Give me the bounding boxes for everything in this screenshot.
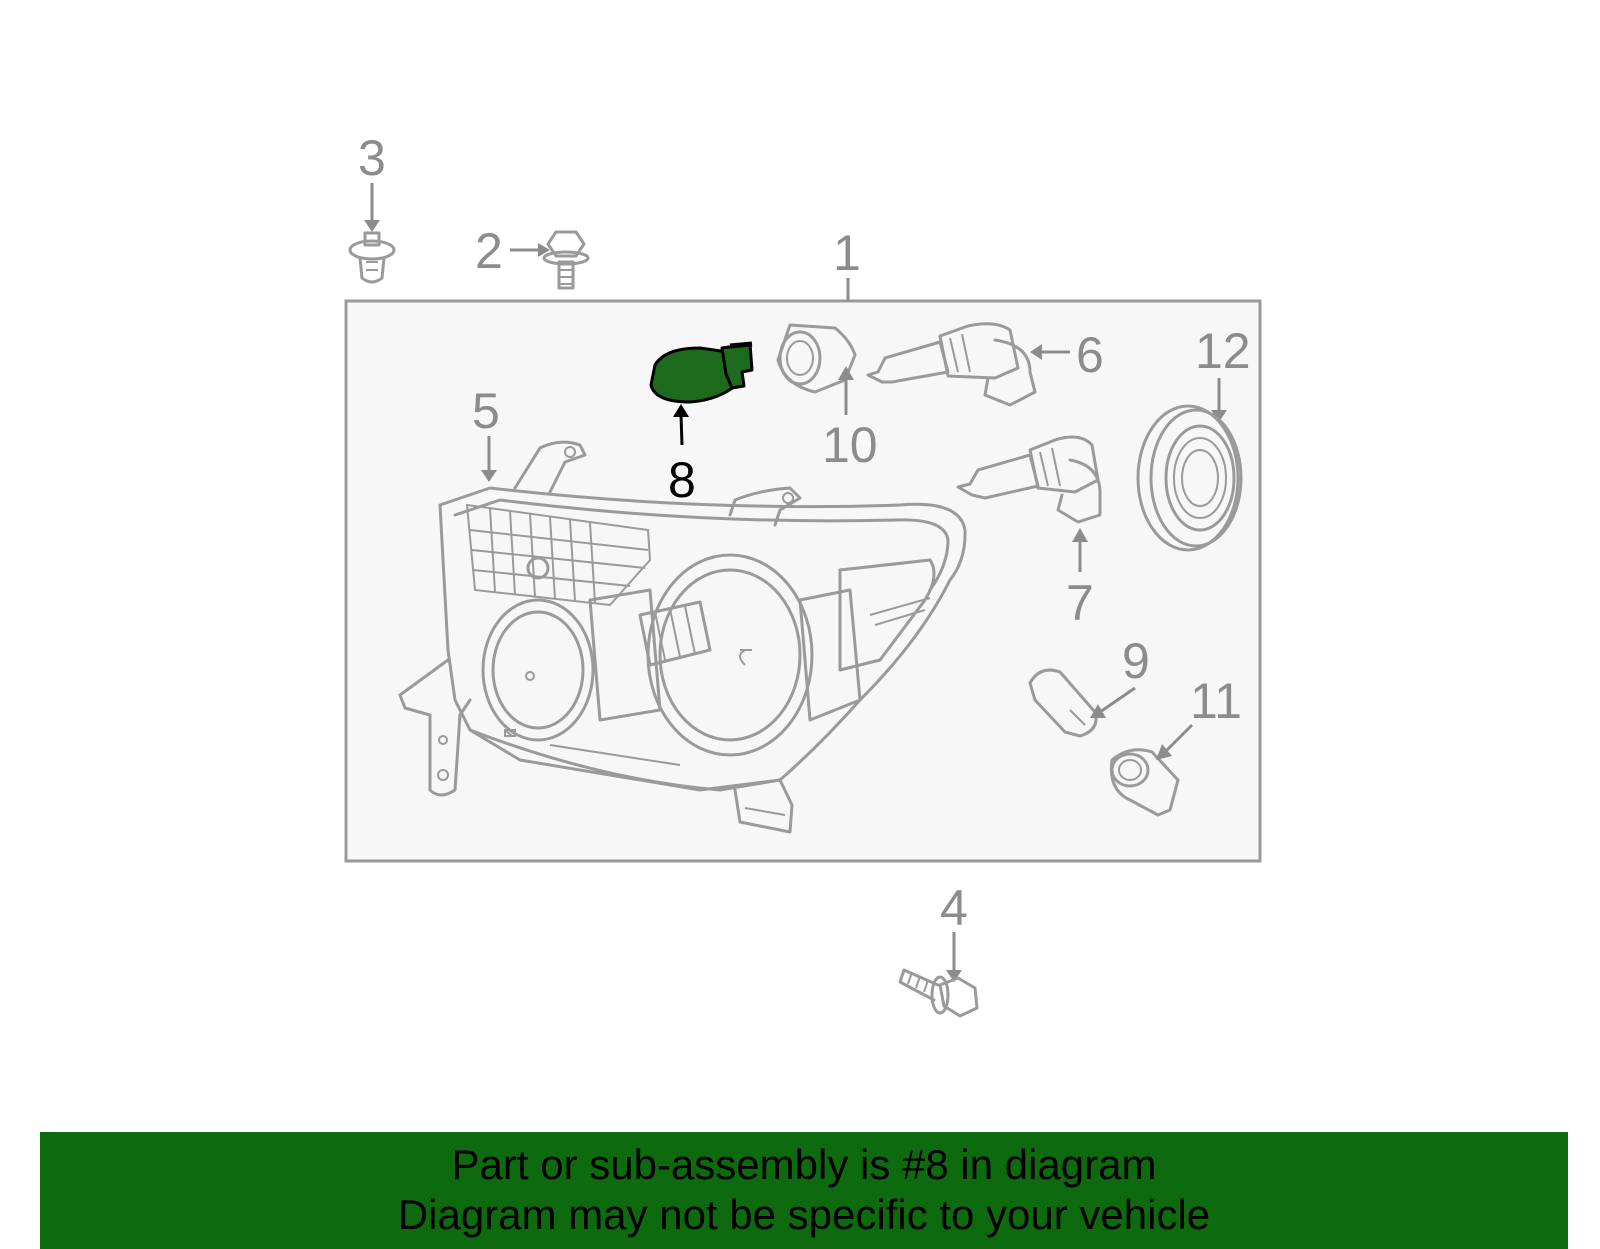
part-4-bolt[interactable]: 4 — [898, 880, 979, 1018]
callout-4[interactable]: 4 — [940, 880, 968, 936]
part-6-halogen-bulb[interactable]: 6 — [866, 322, 1104, 407]
part-2-bolt[interactable]: 2 — [475, 223, 590, 290]
part-5-headlamp-housing[interactable]: 5 — [398, 383, 967, 834]
assembly-frame — [344, 299, 1262, 863]
part-11-socket[interactable]: 11 — [1109, 673, 1242, 817]
part-8-bulb-base — [720, 342, 754, 390]
callout-1[interactable]: 1 — [833, 225, 861, 281]
part-12-cap[interactable]: 12 — [1136, 323, 1251, 552]
callout-2[interactable]: 2 — [475, 223, 503, 279]
info-banner: Part or sub-assembly is #8 in diagram Di… — [40, 1132, 1568, 1249]
callout-9[interactable]: 9 — [1122, 633, 1150, 689]
part-8-bulb-glass — [649, 346, 742, 404]
callout-10[interactable]: 10 — [822, 417, 878, 473]
callout-5[interactable]: 5 — [472, 383, 500, 439]
callout-11[interactable]: 11 — [1190, 673, 1242, 729]
callout-8[interactable]: 8 — [668, 452, 696, 508]
callout-3[interactable]: 3 — [358, 130, 386, 186]
callout-12[interactable]: 12 — [1195, 323, 1251, 379]
banner-line-1: Part or sub-assembly is #8 in diagram — [451, 1141, 1157, 1188]
part-9-wedge-bulb[interactable]: 9 — [1028, 633, 1150, 738]
part-7-halogen-bulb[interactable]: 7 — [956, 435, 1102, 631]
part-8-bulb-highlighted[interactable]: 8 — [649, 341, 754, 508]
part-10-socket[interactable]: 10 — [776, 323, 878, 473]
banner-line-2: Diagram may not be specific to your vehi… — [397, 1191, 1211, 1238]
callout-7[interactable]: 7 — [1066, 575, 1094, 631]
part-3-push-clip[interactable]: 3 — [348, 130, 396, 284]
callout-6[interactable]: 6 — [1076, 327, 1104, 383]
